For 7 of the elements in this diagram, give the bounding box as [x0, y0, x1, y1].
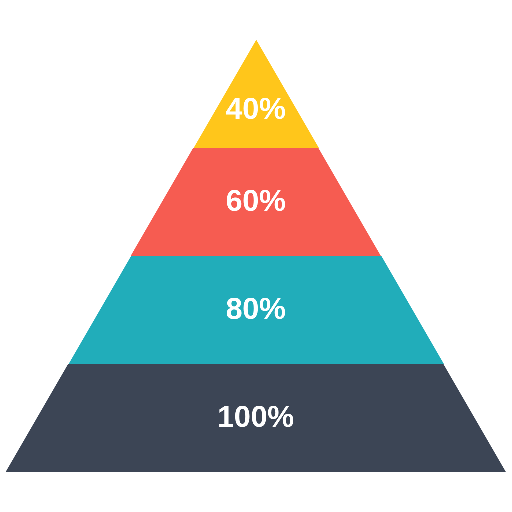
- pyramid-tier: [6, 364, 506, 472]
- percentage-label: 100%: [218, 403, 294, 433]
- percentage-label: 60%: [226, 187, 286, 217]
- pyramid-tier: [68, 256, 444, 364]
- percentage-label: 40%: [226, 95, 286, 125]
- percentage-label: 80%: [226, 295, 286, 325]
- pyramid-tier: [131, 148, 381, 256]
